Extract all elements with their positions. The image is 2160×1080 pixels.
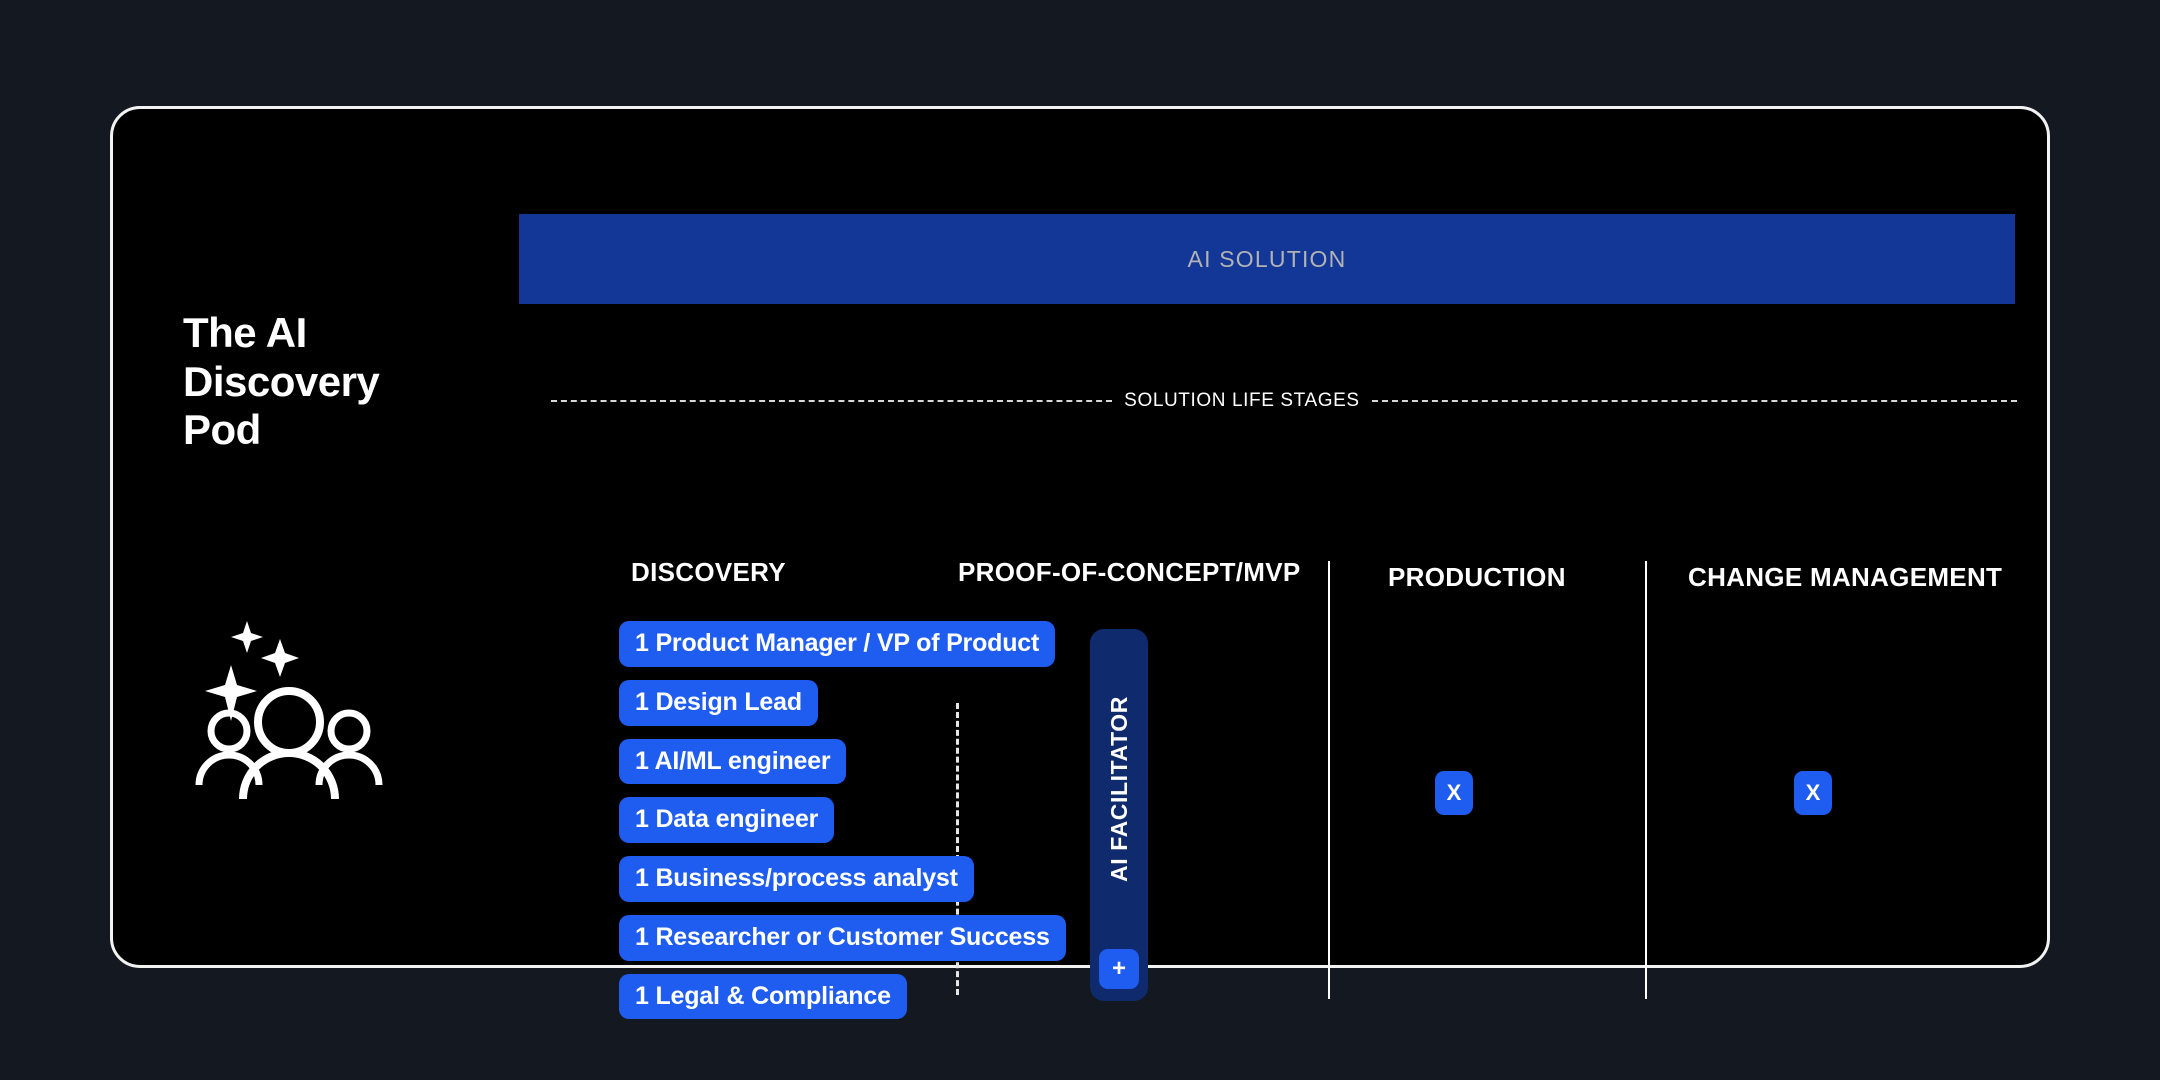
- stage-header-change: CHANGE MANAGEMENT: [1688, 562, 2003, 592]
- stage-header-poc: PROOF-OF-CONCEPT/MVP: [958, 557, 1301, 587]
- column-divider-production: [1328, 561, 1330, 999]
- role-pill[interactable]: 1 Data engineer: [619, 797, 835, 843]
- ai-facilitator-label: AI FACILITATOR: [1105, 696, 1132, 882]
- role-pill[interactable]: 1 Researcher or Customer Success: [619, 914, 1066, 961]
- page-title-line-2: Discovery: [183, 357, 380, 405]
- ai-solution-banner: AI SOLUTION: [519, 214, 2015, 304]
- divider-dash-left: [551, 400, 1113, 402]
- stage-header-discovery: DISCOVERY: [631, 557, 786, 587]
- column-divider-change: [1645, 561, 1647, 999]
- stage-header-production: PRODUCTION: [1388, 562, 1566, 592]
- page-title-line-3: Pod: [183, 406, 261, 454]
- divider-dash-right: [1371, 400, 2017, 402]
- solution-life-stages-label: SOLUTION LIFE STAGES: [1124, 390, 1360, 411]
- role-pill[interactable]: 1 Design Lead: [619, 679, 818, 726]
- ai-solution-label: AI SOLUTION: [1187, 245, 1347, 272]
- people-sparkle-icon: [185, 609, 415, 799]
- role-pill-list: 1 Product Manager / VP of Product 1 Desi…: [619, 621, 1066, 1020]
- production-x-marker[interactable]: X: [1435, 771, 1473, 815]
- change-management-x-marker[interactable]: X: [1794, 771, 1832, 815]
- solution-life-stages-divider: SOLUTION LIFE STAGES: [551, 389, 2017, 413]
- page-title: The AI Discovery Pod: [183, 309, 493, 455]
- add-facilitator-button[interactable]: +: [1099, 949, 1139, 989]
- discovery-poc-dashed-boundary: [956, 703, 959, 995]
- role-pill[interactable]: 1 Business/process analyst: [619, 856, 974, 902]
- role-pill[interactable]: 1 Legal & Compliance: [619, 973, 907, 1020]
- role-pill[interactable]: 1 Product Manager / VP of Product: [619, 621, 1056, 667]
- ai-facilitator-bar[interactable]: AI FACILITATOR +: [1090, 629, 1148, 1001]
- page-title-line-1: The AI: [183, 309, 307, 356]
- role-pill[interactable]: 1 AI/ML engineer: [619, 738, 847, 785]
- diagram-card: The AI Discovery Pod: [110, 106, 2050, 1020]
